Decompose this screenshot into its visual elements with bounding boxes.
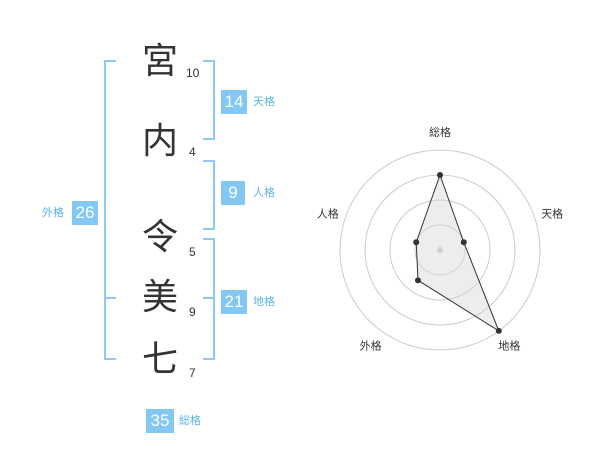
name-char-2: 内 [141,121,178,162]
name-char-3: 令 [141,217,178,258]
radar-axis-label-1: 総格 [429,125,451,139]
gaikaku-label: 外格 [42,206,64,219]
name-char-1: 宮 [141,41,178,82]
radar-data-polygon [415,173,500,333]
radar-ring-1 [414,224,466,276]
gaikaku-split-tick [104,297,116,299]
name-char-5: 七 [141,339,178,380]
radar-ring-4 [339,149,541,351]
soukaku-label: 総格 [179,414,201,427]
stroke-count-4: 9 [189,305,196,319]
stroke-count-2: 4 [189,145,196,159]
name-char-4: 美 [141,277,178,318]
jinkaku-label: 人格 [253,186,275,199]
chikaku-split-tick [203,297,215,299]
radar-point-5 [413,239,420,246]
tenkaku-label: 天格 [253,95,275,108]
jinkaku-bracket [203,160,215,230]
tenkaku-value-badge: 14 [221,90,247,114]
radar-point-4 [414,277,421,284]
gaikaku-bracket [104,60,116,360]
gaikaku-value-badge: 26 [72,201,98,225]
radar-point-2 [460,239,467,246]
stroke-count-3: 5 [189,245,196,259]
radar-axis-label-5: 人格 [317,207,339,221]
radar-ring-2 [389,199,491,301]
chikaku-value-badge: 21 [221,290,247,314]
chikaku-label: 地格 [253,295,275,308]
radar-axis-label-2: 天格 [541,207,563,221]
soukaku-value-badge: 35 [146,409,174,433]
radar-point-3 [495,327,502,334]
radar-axis-label-4: 外格 [360,339,382,353]
radar-point-1 [437,172,443,178]
stroke-count-5: 7 [189,366,196,380]
radar-axis-label-3: 地格 [498,339,520,353]
radar-center-point [437,247,443,253]
tenkaku-bracket [203,60,215,140]
chikaku-bracket [203,238,215,360]
jinkaku-value-badge: 9 [221,181,245,205]
stroke-count-1: 10 [186,66,200,80]
